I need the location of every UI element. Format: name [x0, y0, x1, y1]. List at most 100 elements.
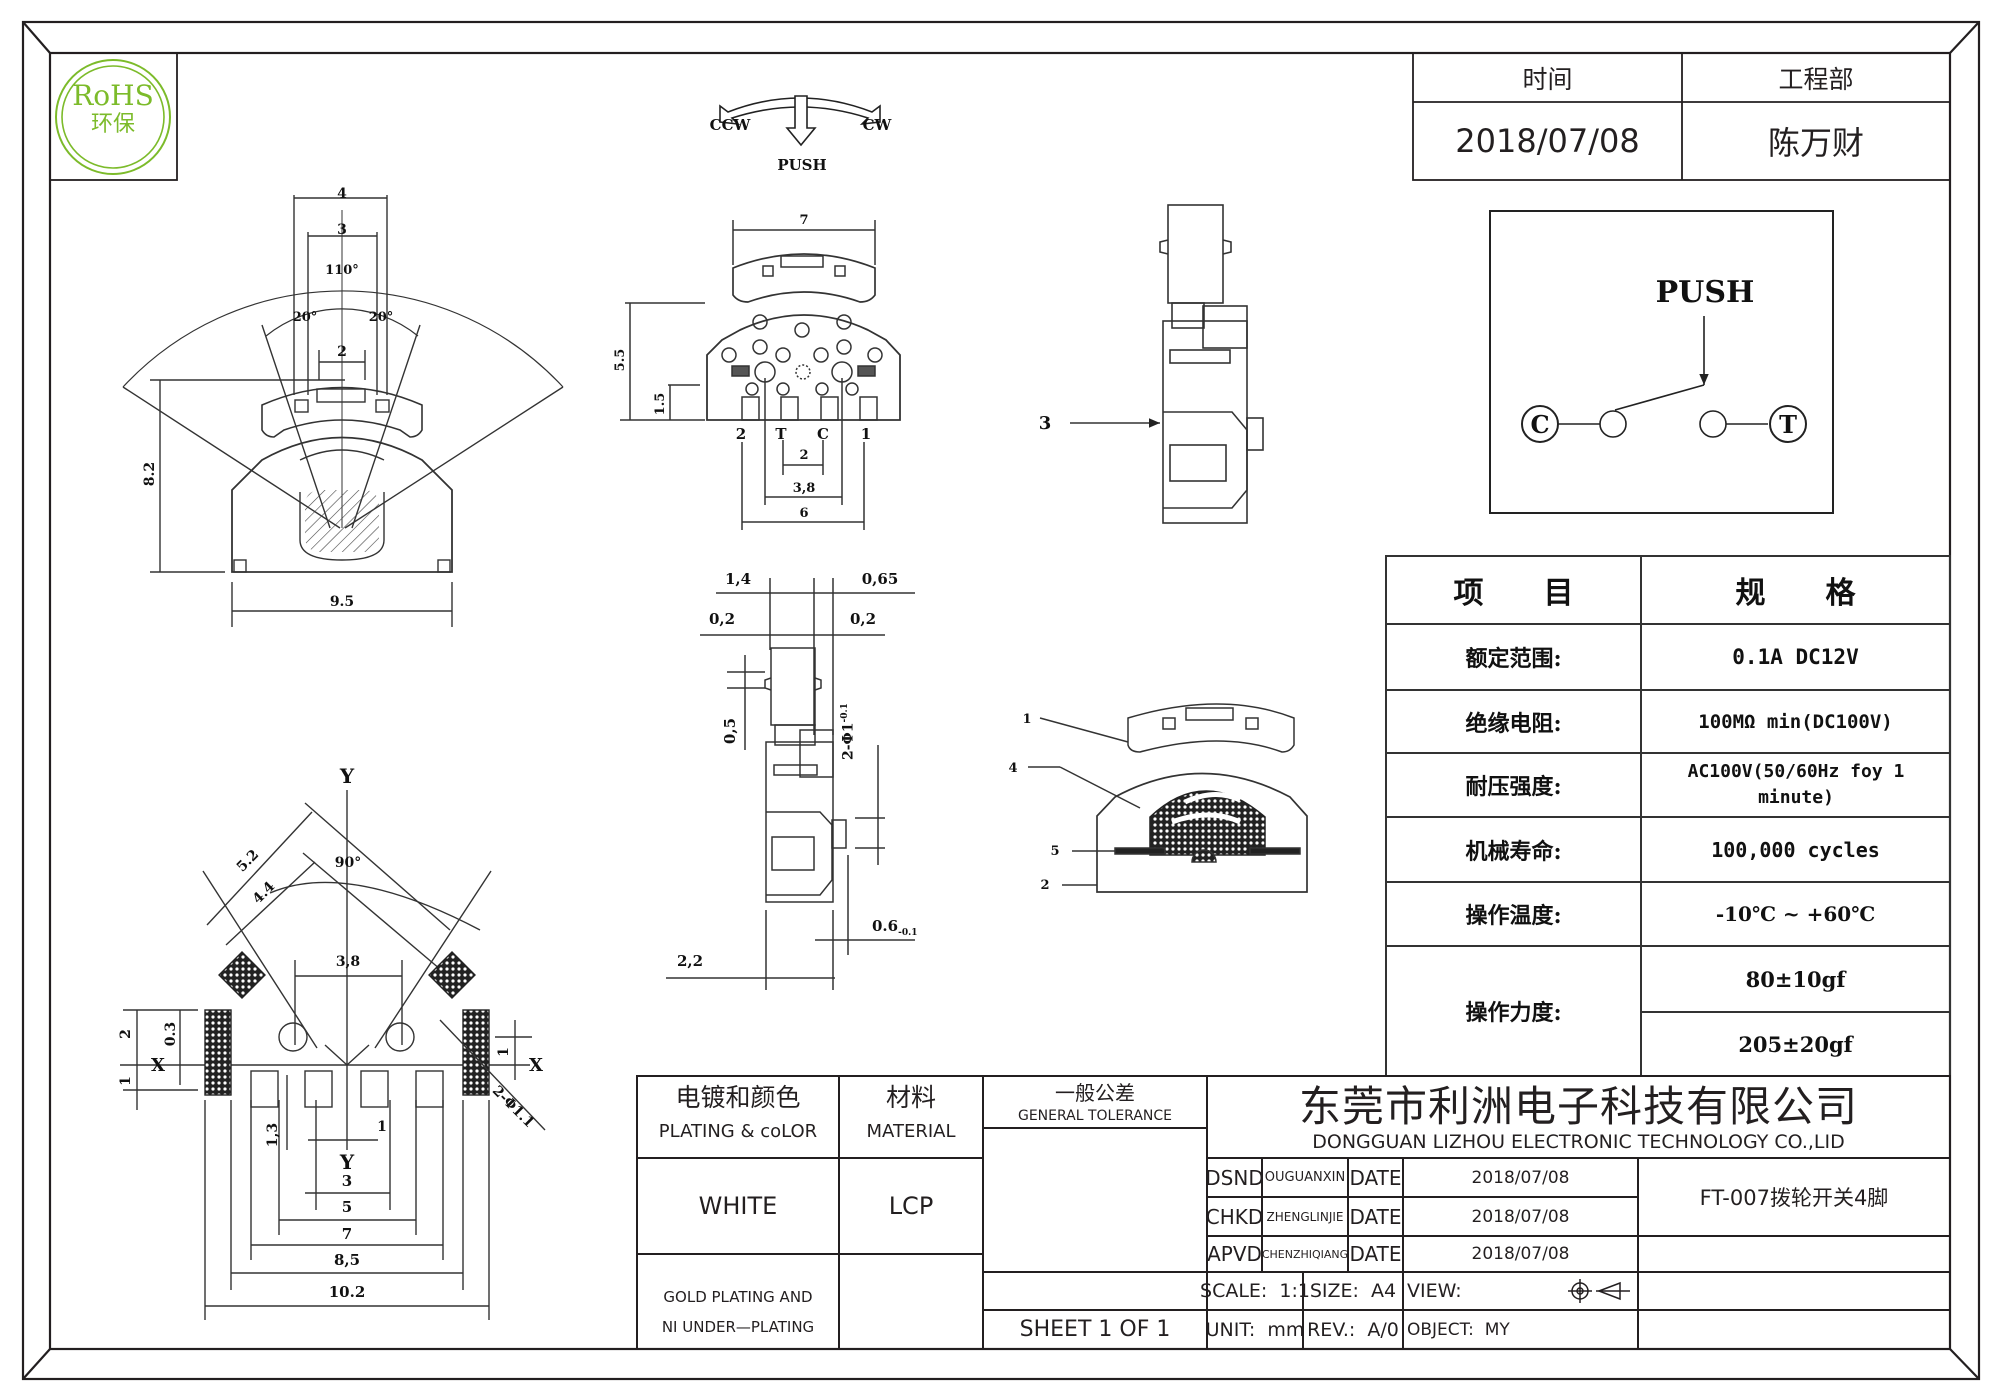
signoff-date-label: DATE — [1349, 1165, 1402, 1190]
header-table-grid — [1412, 52, 1951, 181]
dim-pitch-2: 2 — [799, 447, 809, 463]
dim-2-footprint: 2 — [118, 1029, 134, 1039]
footprint-drawing — [120, 790, 546, 1320]
spec-row-item: 操作温度: — [1465, 903, 1562, 929]
material-header: 材料 MATERIAL — [839, 1078, 983, 1146]
dim-90-deg: 90° — [334, 855, 362, 871]
dim-0-6-tolerance: -0.1 — [898, 928, 918, 938]
rohs-logo: RoHS 环保 — [60, 80, 166, 138]
dim-9-5: 9.5 — [329, 594, 355, 610]
pin-1-label: 1 — [860, 425, 872, 443]
spec-row-item: 耐压强度: — [1465, 774, 1562, 800]
dim-3-8-footprint: 3,8 — [335, 954, 361, 970]
unit-field: UNIT: mm — [1205, 1318, 1305, 1341]
spec-row-value: -10℃ ~ +60℃ — [1715, 902, 1876, 926]
rohs-outer-ring — [55, 59, 171, 175]
cw-label: CW — [862, 116, 892, 134]
dim-1-4: 1,4 — [724, 570, 752, 588]
material-label-cn: 材料 — [885, 1083, 936, 1112]
dim-1-3: 1,3 — [265, 1122, 281, 1148]
terminal-t-label: T — [1779, 409, 1797, 439]
dim-3-footprint: 3 — [341, 1172, 353, 1190]
dim-5-footprint: 5 — [341, 1198, 353, 1216]
tolerance-label-cn: 一般公差 — [1055, 1081, 1135, 1105]
side-view-callout-3: 3 — [1038, 412, 1052, 434]
dim-1-center: 1 — [377, 1119, 387, 1135]
dim-5-5: 5.5 — [612, 348, 628, 372]
title-block-grid — [636, 1075, 1951, 1350]
rohs-env-text: 环保 — [90, 112, 135, 137]
dim-20-deg-right: 20° — [368, 309, 394, 325]
signoff-date: 2018/07/08 — [1471, 1244, 1570, 1264]
dim-0-6: 0.6-0.1 — [872, 917, 918, 938]
rohs-box — [49, 52, 178, 181]
axis-x-left: X — [151, 1054, 165, 1076]
plating-note-line-1: GOLD PLATING AND — [663, 1288, 813, 1306]
dim-8-5: 8,5 — [333, 1251, 361, 1269]
signoff-role: APVD — [1207, 1242, 1262, 1266]
dim-4: 4 — [337, 186, 347, 202]
signoff-name: CHENZHIQIANG — [1261, 1247, 1349, 1261]
header-date-value: 2018/07/08 — [1455, 122, 1640, 160]
section-view-drawing — [1028, 703, 1308, 893]
spec-header-spec: 规 格 — [1735, 576, 1856, 611]
terminal-t-circle — [1769, 405, 1807, 443]
axis-x-right: X — [529, 1054, 543, 1076]
rohs-inner-ring — [61, 65, 165, 169]
scale-field: SCALE: 1:1 — [1200, 1280, 1310, 1302]
rohs-text: RoHS — [72, 79, 154, 112]
header-time-label: 时间 — [1522, 64, 1573, 94]
signoff-date: 2018/07/08 — [1471, 1167, 1570, 1188]
spec-row-value: 100,000 cycles — [1711, 837, 1880, 862]
company-name-en: DONGGUAN LIZHOU ELECTRONIC TECHNOLOGY CO… — [1312, 1131, 1845, 1153]
push-direction-label: PUSH — [777, 156, 827, 174]
pin-c-label: C — [817, 425, 829, 443]
terminal-c-label: C — [1530, 409, 1550, 439]
signoff-date: 2018/07/08 — [1471, 1206, 1570, 1227]
plating-label-en: PLATING & coLOR — [658, 1121, 818, 1142]
switch-schematic — [1489, 210, 1834, 514]
dim-0-5: 0,5 — [721, 717, 739, 745]
tolerance-label-en: GENERAL TOLERANCE — [1017, 1108, 1173, 1124]
dim-7: 7 — [799, 212, 809, 228]
section-callout-4: 4 — [1008, 760, 1018, 776]
dim-3-8: 3,8 — [792, 480, 816, 496]
tolerance-header: 一般公差 GENERAL TOLERANCE — [983, 1080, 1207, 1126]
spec-row-item: 机械寿命: — [1465, 838, 1562, 865]
spec-row-value: 0.1A DC12V — [1732, 645, 1859, 669]
motion-arrows-icon — [719, 95, 881, 147]
dim-6: 6 — [799, 505, 809, 521]
dim-2-phi-1: 2-Φ1-0.1 — [840, 703, 857, 760]
company-name-cn: 东莞市利洲电子科技有限公司 — [1298, 1081, 1858, 1131]
dim-1-5: 1.5 — [652, 392, 668, 416]
signoff-name: ZHENGLINJIE — [1266, 1209, 1344, 1224]
dim-20-deg-left: 20° — [292, 309, 318, 325]
axis-y-top: Y — [339, 764, 355, 788]
signoff-name: OUGUANXIN — [1264, 1170, 1346, 1185]
pin-2-label: 2 — [735, 425, 747, 443]
dim-8-2: 8.2 — [142, 461, 158, 487]
section-callout-1: 1 — [1022, 711, 1032, 727]
side-detail-drawing — [666, 578, 915, 990]
signoff-date-label: DATE — [1349, 1242, 1402, 1266]
spec-row-value: 205±20gf — [1738, 1031, 1853, 1057]
signoff-role: DSND — [1205, 1165, 1264, 1190]
section-callout-5: 5 — [1050, 843, 1060, 859]
section-callout-2: 2 — [1040, 877, 1050, 893]
circuit-push-label: PUSH — [1655, 274, 1755, 310]
dim-110-deg: 110° — [325, 262, 359, 278]
spec-row-value: AC100V(50/60Hz foy 1 minute) — [1687, 761, 1905, 808]
projection-view-icon — [1568, 1279, 1630, 1303]
front-view-drawing — [122, 195, 564, 627]
dim-2-phi-1-tolerance: -0.1 — [840, 703, 850, 723]
dim-3: 3 — [337, 222, 347, 238]
signoff-date-label: DATE — [1349, 1204, 1402, 1229]
dim-10-2: 10.2 — [328, 1283, 366, 1301]
material-value: LCP — [888, 1192, 934, 1220]
signoff-role: CHKD — [1205, 1204, 1264, 1229]
dim-2: 2 — [337, 344, 347, 360]
dim-0-65: 0,65 — [861, 570, 899, 588]
plating-note: GOLD PLATING AND NI UNDER—PLATING — [637, 1282, 839, 1342]
part-name: FT-007拨轮开关4脚 — [1699, 1186, 1889, 1210]
